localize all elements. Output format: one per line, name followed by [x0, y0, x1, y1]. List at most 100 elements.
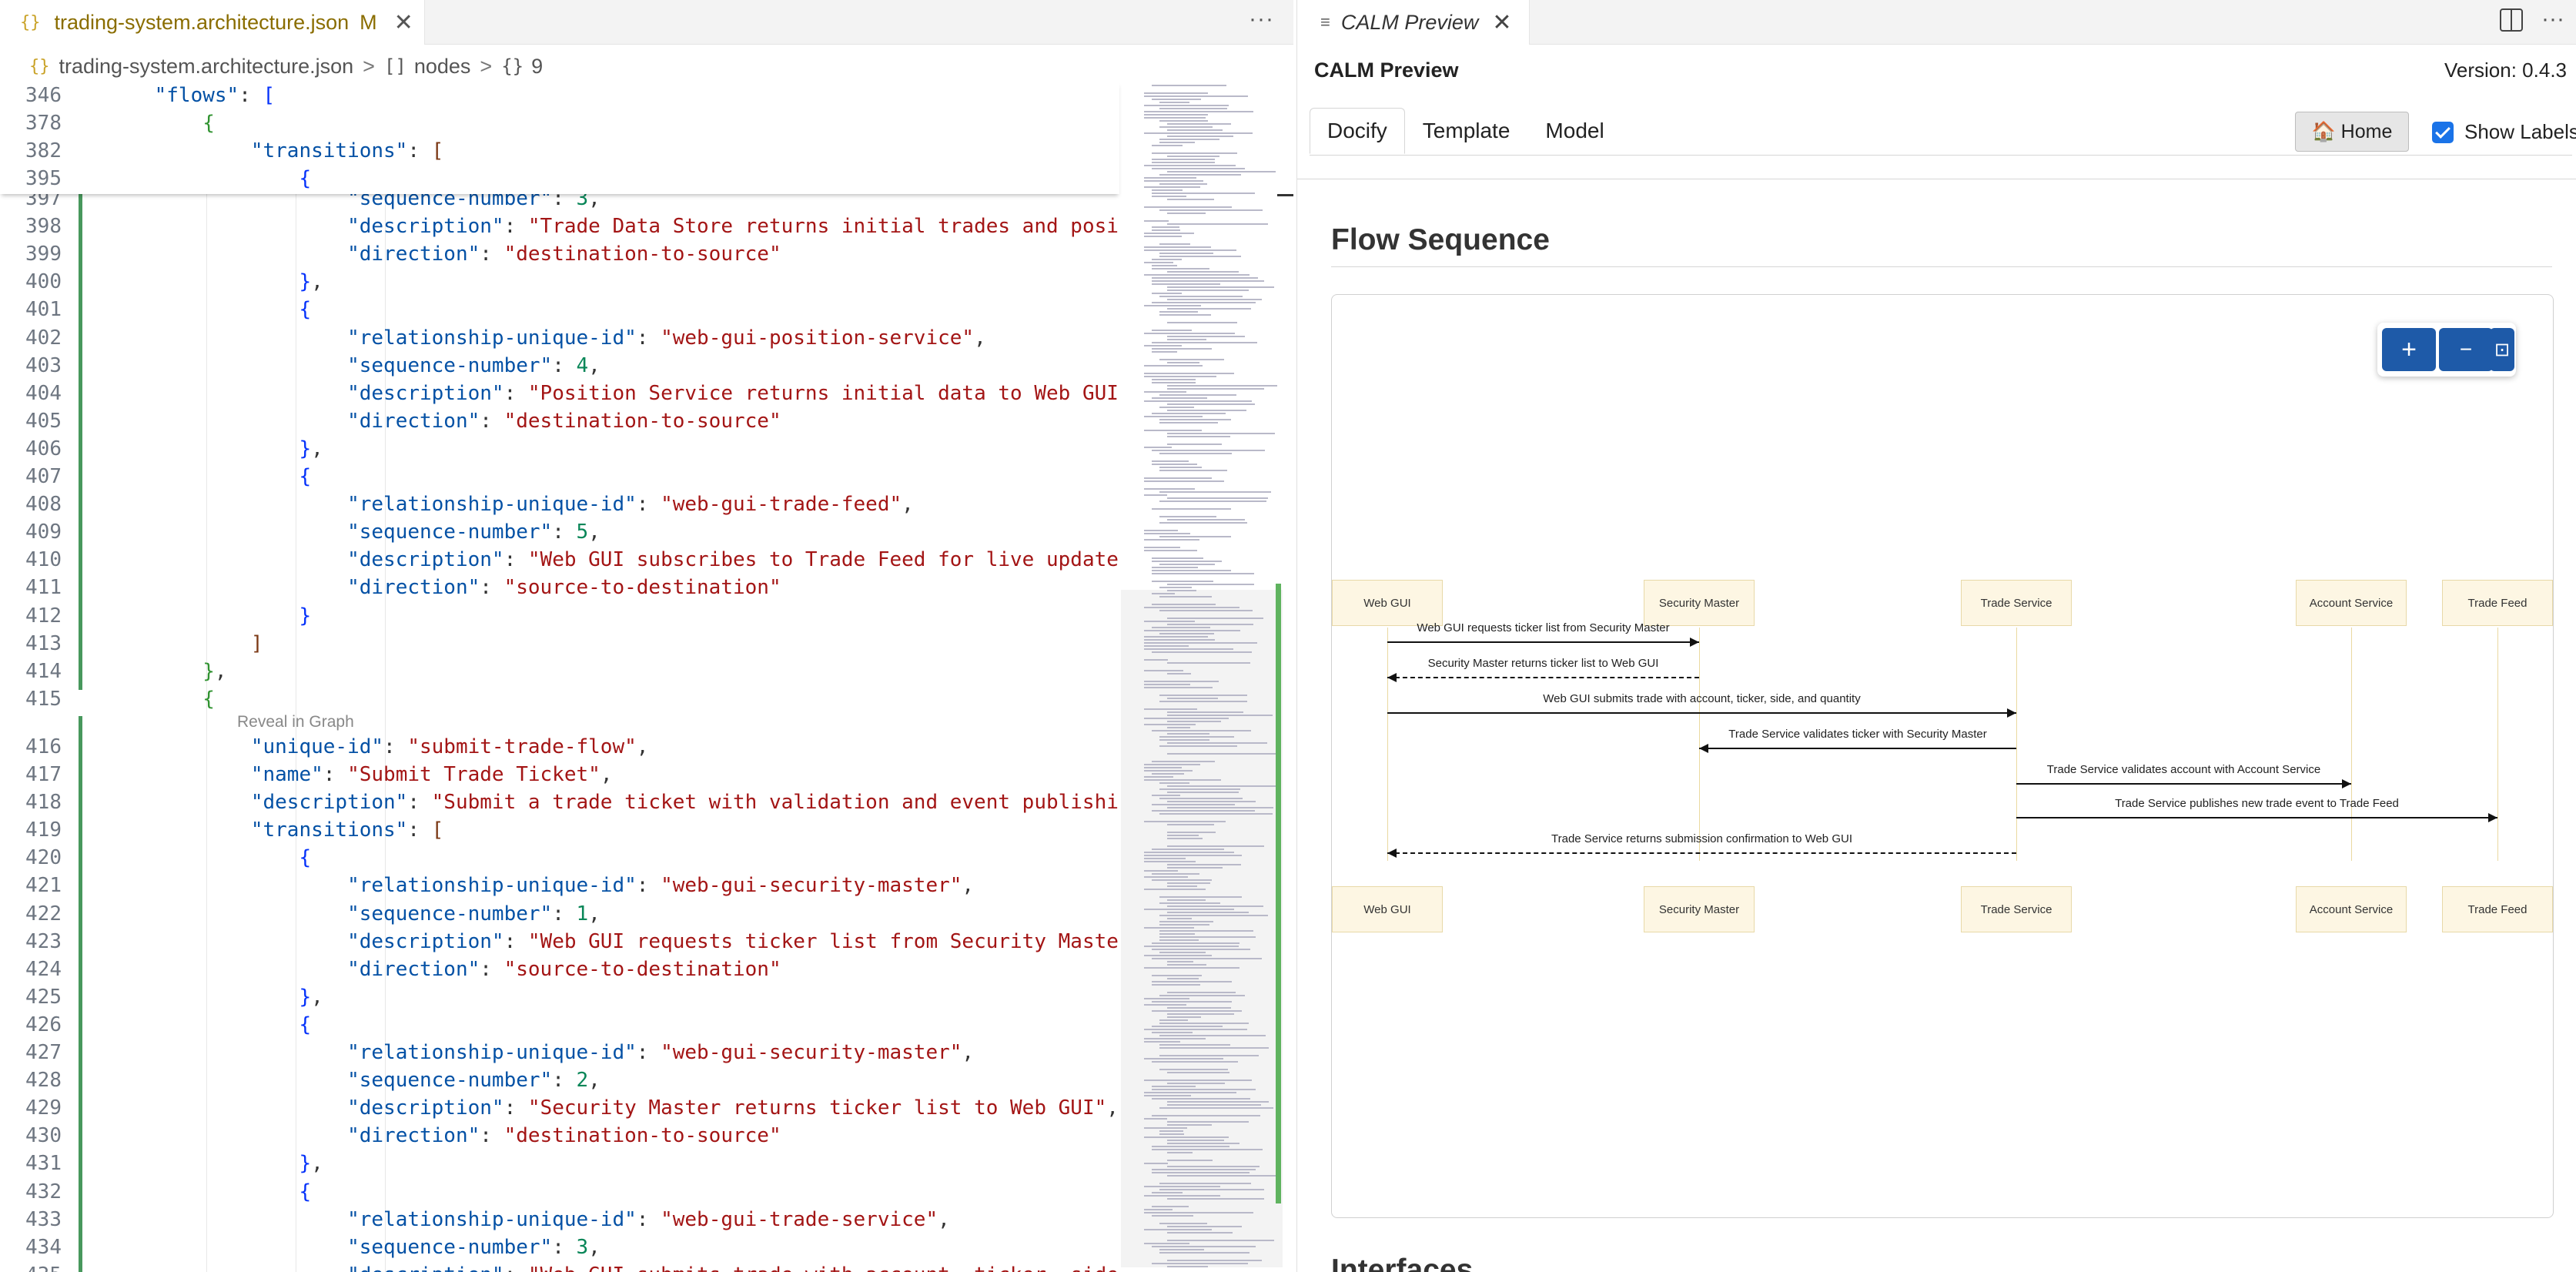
code-line[interactable]: 346 "flows": [: [0, 82, 1119, 109]
participant-bottom[interactable]: Account Service: [2296, 886, 2407, 932]
code-line[interactable]: 423 "description": "Web GUI requests tic…: [0, 928, 1119, 956]
minimap[interactable]: [1121, 82, 1283, 1272]
tab-architecture-json[interactable]: {} trading-system.architecture.json M ✕: [0, 0, 425, 45]
minimap-line: [1144, 1186, 1220, 1187]
code-line[interactable]: 422 "sequence-number": 1,: [0, 900, 1119, 928]
code-line[interactable]: 413 ]: [0, 630, 1119, 658]
code-line[interactable]: 428 "sequence-number": 2,: [0, 1066, 1119, 1094]
code-line[interactable]: 427 "relationship-unique-id": "web-gui-s…: [0, 1039, 1119, 1066]
minimap-line: [1159, 314, 1211, 316]
code-line[interactable]: 434 "sequence-number": 3,: [0, 1234, 1119, 1261]
close-icon[interactable]: ✕: [394, 9, 413, 36]
code-line[interactable]: 403 "sequence-number": 4,: [0, 352, 1119, 380]
participant-top[interactable]: Account Service: [2296, 580, 2407, 626]
code-text: "description": "Trade Data Store returns…: [106, 213, 1119, 240]
participant-top[interactable]: Web GUI: [1332, 580, 1443, 626]
code-line[interactable]: 395 {: [0, 165, 1119, 192]
code-line[interactable]: 378 {: [0, 109, 1119, 137]
code-line[interactable]: 410 "description": "Web GUI subscribes t…: [0, 546, 1119, 574]
code-line[interactable]: 404 "description": "Position Service ret…: [0, 380, 1119, 407]
show-labels-toggle[interactable]: Show Labels: [2432, 120, 2576, 144]
code-line[interactable]: 418 "description": "Submit a trade ticke…: [0, 788, 1119, 816]
participant-top[interactable]: Trade Feed: [2442, 580, 2553, 626]
code-line[interactable]: 421 "relationship-unique-id": "web-gui-s…: [0, 872, 1119, 899]
code-line[interactable]: 415 {: [0, 685, 1119, 713]
participant-top[interactable]: Trade Service: [1961, 580, 2072, 626]
zoom-in-button[interactable]: +: [2382, 328, 2436, 371]
minimap-line: [1144, 1080, 1252, 1081]
tab-model[interactable]: Model: [1527, 108, 1621, 154]
code-line[interactable]: 419 "transitions": [: [0, 816, 1119, 844]
section-heading-interfaces: Interfaces: [1331, 1254, 1473, 1272]
close-icon[interactable]: ✕: [1492, 9, 1511, 36]
minimap-line: [1167, 590, 1196, 591]
breadcrumb-file[interactable]: trading-system.architecture.json: [59, 55, 354, 79]
minimap-line: [1159, 1044, 1230, 1046]
code-line[interactable]: 408 "relationship-unique-id": "web-gui-t…: [0, 490, 1119, 518]
code-line[interactable]: 412 }: [0, 602, 1119, 630]
breadcrumb-item[interactable]: 9: [531, 55, 543, 79]
code-editor[interactable]: 397 "sequence-number": 3,398 "descriptio…: [0, 82, 1119, 1272]
code-line[interactable]: 401 {: [0, 296, 1119, 323]
participant-bottom[interactable]: Trade Feed: [2442, 886, 2553, 932]
code-line[interactable]: 400 },: [0, 268, 1119, 296]
show-labels-checkbox[interactable]: [2432, 122, 2454, 143]
tab-docify[interactable]: Docify: [1310, 108, 1405, 154]
minimap-line: [1144, 946, 1239, 947]
code-line[interactable]: 425 },: [0, 983, 1119, 1011]
tab-template[interactable]: Template: [1405, 108, 1528, 154]
code-line[interactable]: 414 },: [0, 658, 1119, 685]
code-line[interactable]: 424 "direction": "source-to-destination": [0, 956, 1119, 983]
minimap-line: [1152, 581, 1213, 582]
more-actions-icon[interactable]: ···: [1249, 6, 1274, 32]
code-text: {: [106, 1178, 311, 1206]
code-line[interactable]: 411 "direction": "source-to-destination": [0, 574, 1119, 601]
home-button[interactable]: 🏠 Home: [2295, 112, 2409, 152]
minimap-line: [1167, 698, 1218, 699]
minimap-line: [1159, 782, 1189, 784]
zoom-out-button[interactable]: −: [2439, 328, 2493, 371]
code-line[interactable]: 416 "unique-id": "submit-trade-flow",: [0, 733, 1119, 761]
json-file-icon: {}: [29, 57, 50, 76]
minimap-line: [1144, 1038, 1206, 1039]
code-line[interactable]: 407 {: [0, 463, 1119, 490]
code-line[interactable]: 426 {: [0, 1011, 1119, 1039]
code-line[interactable]: 420 {: [0, 844, 1119, 872]
code-line[interactable]: 431 },: [0, 1150, 1119, 1177]
minimap-line: [1167, 673, 1191, 674]
code-line[interactable]: 429 "description": "Security Master retu…: [0, 1094, 1119, 1122]
code-line[interactable]: 435 "description": "Web GUI submits trad…: [0, 1261, 1119, 1272]
arrowhead: [1387, 673, 1397, 682]
code-line[interactable]: 432 {: [0, 1178, 1119, 1206]
line-number: 403: [0, 352, 62, 380]
minimap-line: [1144, 1118, 1167, 1120]
participant-bottom[interactable]: Security Master: [1644, 886, 1755, 932]
participant-top[interactable]: Security Master: [1644, 580, 1755, 626]
minimap-line: [1167, 136, 1233, 137]
fit-view-button[interactable]: ⊡: [2490, 328, 2514, 371]
participant-bottom[interactable]: Trade Service: [1961, 886, 2072, 932]
code-line[interactable]: 430 "direction": "destination-to-source": [0, 1122, 1119, 1150]
sticky-scroll-header[interactable]: 346 "flows": [378 {382 "transitions": [3…: [0, 82, 1119, 194]
tab-calm-preview[interactable]: ≡ CALM Preview ✕: [1297, 0, 1530, 45]
code-line[interactable]: 433 "relationship-unique-id": "web-gui-t…: [0, 1206, 1119, 1234]
code-line[interactable]: 405 "direction": "destination-to-source": [0, 407, 1119, 435]
participant-bottom[interactable]: Web GUI: [1332, 886, 1443, 932]
breadcrumb-nodes[interactable]: nodes: [414, 55, 471, 79]
code-line[interactable]: 406 },: [0, 435, 1119, 463]
message-arrow: [1387, 712, 2016, 714]
more-actions-icon[interactable]: ···: [2541, 6, 2564, 32]
code-line[interactable]: 417 "name": "Submit Trade Ticket",: [0, 761, 1119, 788]
code-line[interactable]: 409 "sequence-number": 5,: [0, 518, 1119, 546]
codelens-reveal-in-graph[interactable]: Reveal in Graph: [237, 713, 354, 731]
sequence-diagram[interactable]: + − ⊡ Web GUIWeb GUISecurity MasterSecur…: [1331, 294, 2554, 1218]
code-line[interactable]: 398 "description": "Trade Data Store ret…: [0, 213, 1119, 240]
code-line[interactable]: 382 "transitions": [: [0, 137, 1119, 165]
code-line[interactable]: 399 "direction": "destination-to-source": [0, 240, 1119, 268]
minimap-line: [1167, 1140, 1224, 1141]
split-editor-icon[interactable]: [2500, 8, 2523, 32]
code-line[interactable]: 402 "relationship-unique-id": "web-gui-p…: [0, 324, 1119, 352]
minimap-line: [1167, 308, 1251, 310]
minimap-line: [1167, 403, 1255, 405]
line-number: 409: [0, 518, 62, 546]
